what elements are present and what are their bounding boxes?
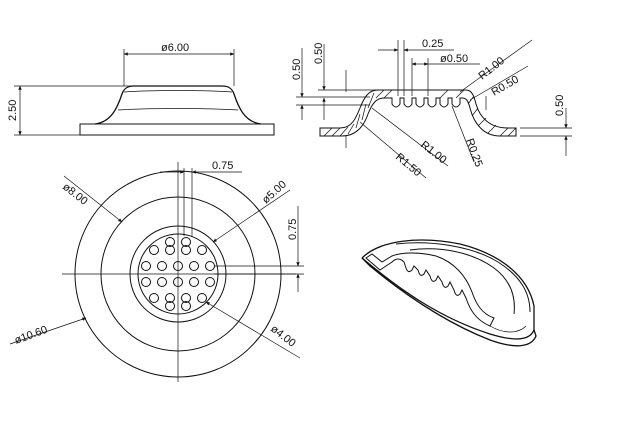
leader-line xyxy=(205,301,301,359)
leader-line xyxy=(459,39,533,93)
dim-thickness-0-50-a: 0.50 xyxy=(291,59,303,80)
front-view: ø6.00 2.50 xyxy=(7,42,275,136)
leader-line xyxy=(469,65,529,101)
dim-diameter-4: ø4.00 xyxy=(268,323,298,350)
dome-outline xyxy=(94,85,262,125)
dim-hole-diameter: ø0.50 xyxy=(440,53,468,65)
leader-line xyxy=(359,121,427,179)
leader-line xyxy=(9,317,87,345)
dim-pitch-0-75-vertical: 0.75 xyxy=(287,219,299,240)
dim-radius-1-50: R1.50 xyxy=(393,151,423,179)
iso-flange-outer xyxy=(361,257,535,340)
dim-radius-1-00-top: R1.00 xyxy=(476,55,507,83)
dim-radius-0-25: R0.25 xyxy=(463,137,484,169)
dim-diameter-10-60: ø10.60 xyxy=(13,324,49,347)
section-profile xyxy=(319,89,517,137)
section-view: 0.50 0.50 0.25 ø0.50 R1.00 R0.50 0.50 R0… xyxy=(291,38,572,179)
leader-line xyxy=(63,175,123,223)
hatching xyxy=(323,89,517,137)
dim-0-25: 0.25 xyxy=(422,38,443,50)
iso-flange-thickness xyxy=(361,257,537,347)
base-plate xyxy=(79,123,275,136)
iso-outer-rim xyxy=(361,239,535,330)
dim-diameter-6: ø6.00 xyxy=(161,42,189,54)
leader-line xyxy=(212,189,291,243)
dim-height-2-50: 2.50 xyxy=(7,100,19,121)
iso-dome-inner xyxy=(409,248,515,315)
iso-dome-edge xyxy=(395,242,531,313)
dome-tangent-line xyxy=(123,90,233,93)
iso-cut-face xyxy=(365,252,495,327)
dim-radius-0-50: R0.50 xyxy=(490,74,521,99)
dim-thickness-0-50-b: 0.50 xyxy=(313,43,325,64)
dim-pitch-0-75-horizontal: 0.75 xyxy=(212,160,233,172)
dim-diameter-5: ø5.00 xyxy=(260,178,289,206)
iso-flange-edge xyxy=(489,325,527,333)
dim-flange-0-50: 0.50 xyxy=(554,95,566,116)
dim-radius-1-00-bottom: R1.00 xyxy=(418,139,449,167)
leader-line xyxy=(371,107,449,167)
dome-tangent-line xyxy=(117,108,239,111)
isometric-view xyxy=(361,239,537,347)
leader-line xyxy=(451,105,475,163)
top-view: 0.75 ø8.00 ø5.00 0.75 ø10.60 ø4.00 xyxy=(9,160,304,382)
